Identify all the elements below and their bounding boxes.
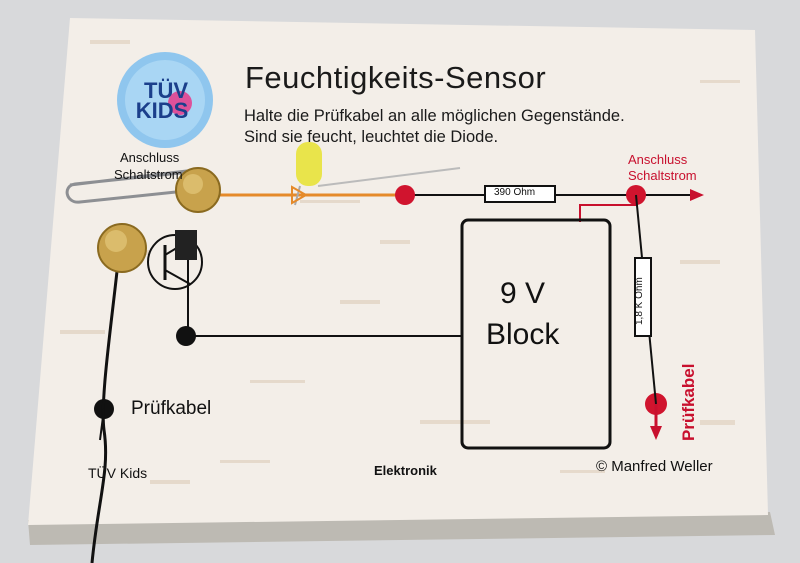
diode-symbol xyxy=(291,185,309,205)
board-subtitle-1: Halte die Prüfkabel an alle möglichen Ge… xyxy=(244,107,625,125)
logo-text-kids: KIDS xyxy=(135,98,189,123)
contact-1-shine xyxy=(183,174,203,194)
red-node-1 xyxy=(395,185,415,205)
category-label: Elektronik xyxy=(374,463,437,478)
logo-text-tuv: TÜV xyxy=(144,78,188,103)
resistor-390-label: 390 Ohm xyxy=(494,187,536,198)
logo-inner xyxy=(125,60,205,140)
battery-block-label: Block xyxy=(486,318,560,351)
board-subtitle-2: Sind sie feucht, leuchtet die Diode. xyxy=(244,128,499,146)
red-wire xyxy=(579,204,636,222)
logo-dot xyxy=(168,91,192,115)
anschluss-left-label-1: Anschluss xyxy=(120,150,180,165)
contact-2-shine xyxy=(105,230,127,252)
resistor-390 xyxy=(484,185,556,203)
anschluss-right-label-2: Schaltstrom xyxy=(628,168,697,183)
anschluss-right-label-1: Anschluss xyxy=(628,152,688,167)
black-node-1 xyxy=(176,326,196,346)
arrow-right xyxy=(690,189,704,201)
resistor-1k8 xyxy=(634,257,652,337)
pruefkabel-left-label: Prüfkabel xyxy=(131,398,212,419)
board-title: Feuchtigkeits-Sensor xyxy=(245,60,547,95)
brand-label: TÜV Kids xyxy=(88,465,148,481)
probe-cable-left xyxy=(90,261,120,563)
pruefkabel-right-label: Prüfkabel xyxy=(679,363,698,441)
anschluss-left-label-2: Schaltstrom xyxy=(114,167,183,182)
battery-voltage-label: 9 V xyxy=(500,277,546,310)
resistor-1k8-label: 1,8 K Ohm xyxy=(634,277,645,325)
transistor-body xyxy=(175,230,197,260)
copyright-label: © Manfred Weller xyxy=(596,458,713,475)
board-face xyxy=(28,18,768,525)
led-diode xyxy=(296,142,322,186)
led-leg-2 xyxy=(317,167,461,187)
battery-block xyxy=(460,218,612,450)
arrow-down xyxy=(650,426,662,440)
probe-lead xyxy=(99,408,105,441)
transistor-emitter xyxy=(164,269,191,285)
